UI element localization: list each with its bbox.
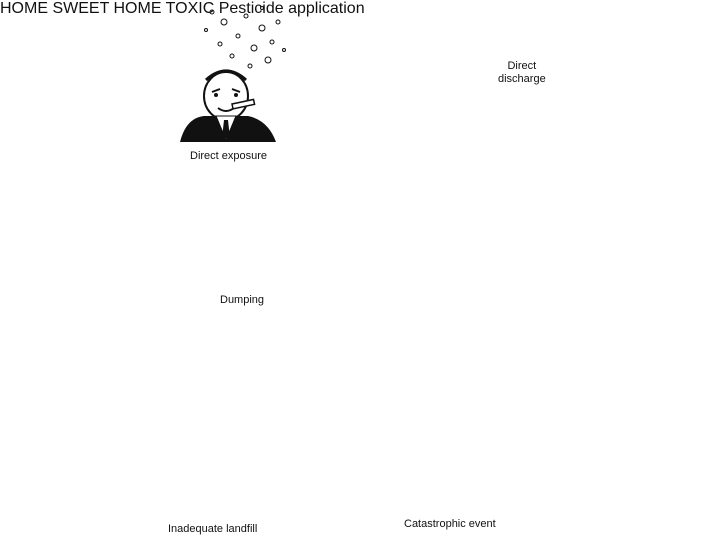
catastrophic-event-label: Catastrophic event (404, 518, 496, 531)
dumping-label: Dumping (220, 294, 264, 307)
direct-discharge-label-line1: Direct (498, 60, 546, 73)
direct-exposure-label: Direct exposure (190, 150, 267, 163)
direct-discharge-label: Direct discharge (498, 60, 546, 86)
inadequate-landfill-label: Inadequate landfill (168, 523, 257, 536)
direct-discharge-label-line2: discharge (498, 73, 546, 86)
direct-exposure-illustration (180, 7, 286, 143)
